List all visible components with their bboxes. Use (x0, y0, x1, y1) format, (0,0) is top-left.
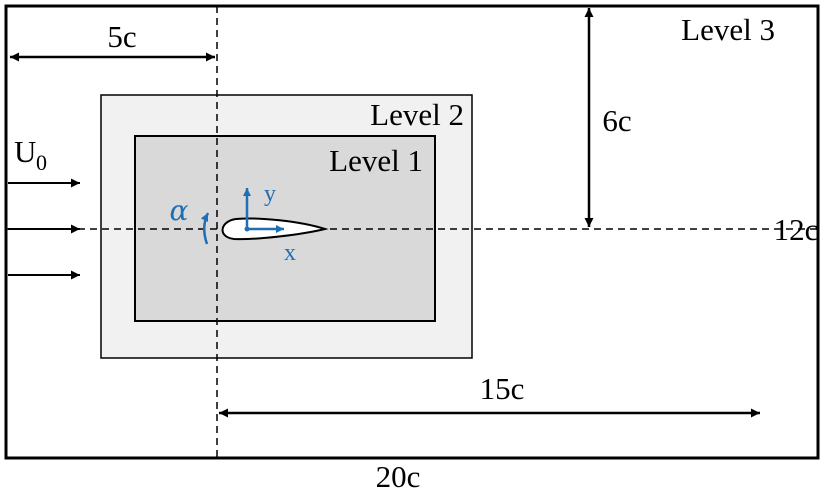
height-dimension-label: 12c (774, 212, 819, 247)
downstream-dimension-label: 15c (480, 371, 525, 406)
freestream-velocity-label: U (14, 134, 36, 169)
level-2-label: Level 2 (370, 97, 464, 132)
half-height-dimension-label: 6c (602, 103, 631, 138)
length-dimension-label: 20c (376, 459, 421, 494)
angle-of-attack-label: α (170, 194, 189, 227)
freestream-velocity-subscript: 0 (36, 150, 47, 175)
x-axis-label: x (284, 240, 296, 266)
angle-of-attack-arrow (200, 212, 210, 245)
level-3-label: Level 3 (681, 12, 775, 47)
y-axis-label: y (264, 181, 276, 207)
upstream-dimension-label: 5c (107, 19, 136, 54)
level-1-label: Level 1 (329, 143, 423, 178)
